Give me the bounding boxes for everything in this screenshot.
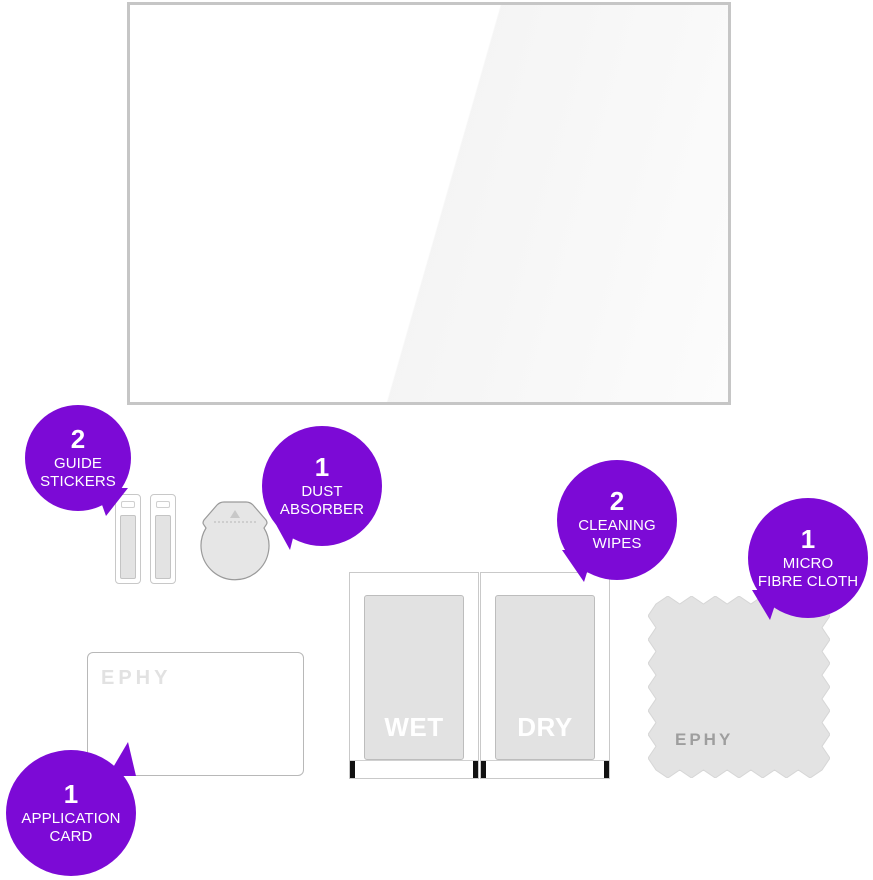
micro-fibre-cloth-callout: 1 MICRO FIBRE CLOTH — [748, 498, 868, 618]
seal-mark — [473, 761, 478, 778]
callout-label-line: CLEANING — [578, 517, 656, 535]
protector-glare — [130, 5, 728, 402]
micro-fibre-cloth-count: 1 — [800, 524, 816, 555]
callout-label-line: FIBRE CLOTH — [757, 572, 859, 590]
guide-sticker — [115, 494, 141, 584]
callout-label-line: WIPES — [592, 534, 642, 552]
guide-stickers-count: 2 — [70, 424, 86, 455]
callout-label-line: APPLICATION — [21, 810, 121, 828]
callout-label-line: CARD — [49, 827, 93, 845]
application-card: EPHY — [87, 652, 304, 776]
dry-label: DRY — [517, 712, 573, 742]
dust-absorber — [200, 501, 270, 581]
seal-mark — [350, 761, 355, 778]
seal-mark — [481, 761, 486, 778]
callout-label-line: MICRO — [782, 555, 834, 573]
callout-label-line: ABSORBER — [279, 500, 365, 518]
guide-stickers-callout: 2 GUIDE STICKERS — [25, 405, 131, 511]
card-brand-logo: EPHY — [101, 667, 172, 689]
guide-sticker — [150, 494, 176, 584]
callout-label-line: STICKERS — [40, 472, 116, 490]
dust-absorber-callout: 1 DUST ABSORBER — [262, 426, 382, 546]
cloth-brand-logo: EPHY — [675, 730, 734, 749]
micro-fibre-cloth — [648, 596, 830, 778]
callout-label-line: DUST — [301, 483, 343, 501]
wipe-pad: DRY — [495, 595, 595, 760]
wipe-seal — [350, 760, 478, 778]
dust-absorber-count: 1 — [314, 452, 330, 483]
wet-label: WET — [384, 712, 444, 742]
dry-wipe: DRY — [480, 572, 610, 779]
seal-mark — [604, 761, 609, 778]
sticker-tab — [156, 501, 170, 508]
wipe-pad: WET — [364, 595, 464, 760]
application-card-callout: 1 APPLICATION CARD — [6, 750, 136, 876]
sticker-adhesive — [155, 515, 171, 579]
callout-label-line: GUIDE — [53, 455, 102, 473]
wipe-seal — [481, 760, 609, 778]
application-card-count: 1 — [63, 779, 79, 810]
sticker-adhesive — [120, 515, 136, 579]
cleaning-wipes-count: 2 — [609, 486, 625, 517]
wet-wipe: WET — [349, 572, 479, 779]
cleaning-wipes-callout: 2 CLEANING WIPES — [557, 460, 677, 580]
screen-protector — [127, 2, 731, 405]
